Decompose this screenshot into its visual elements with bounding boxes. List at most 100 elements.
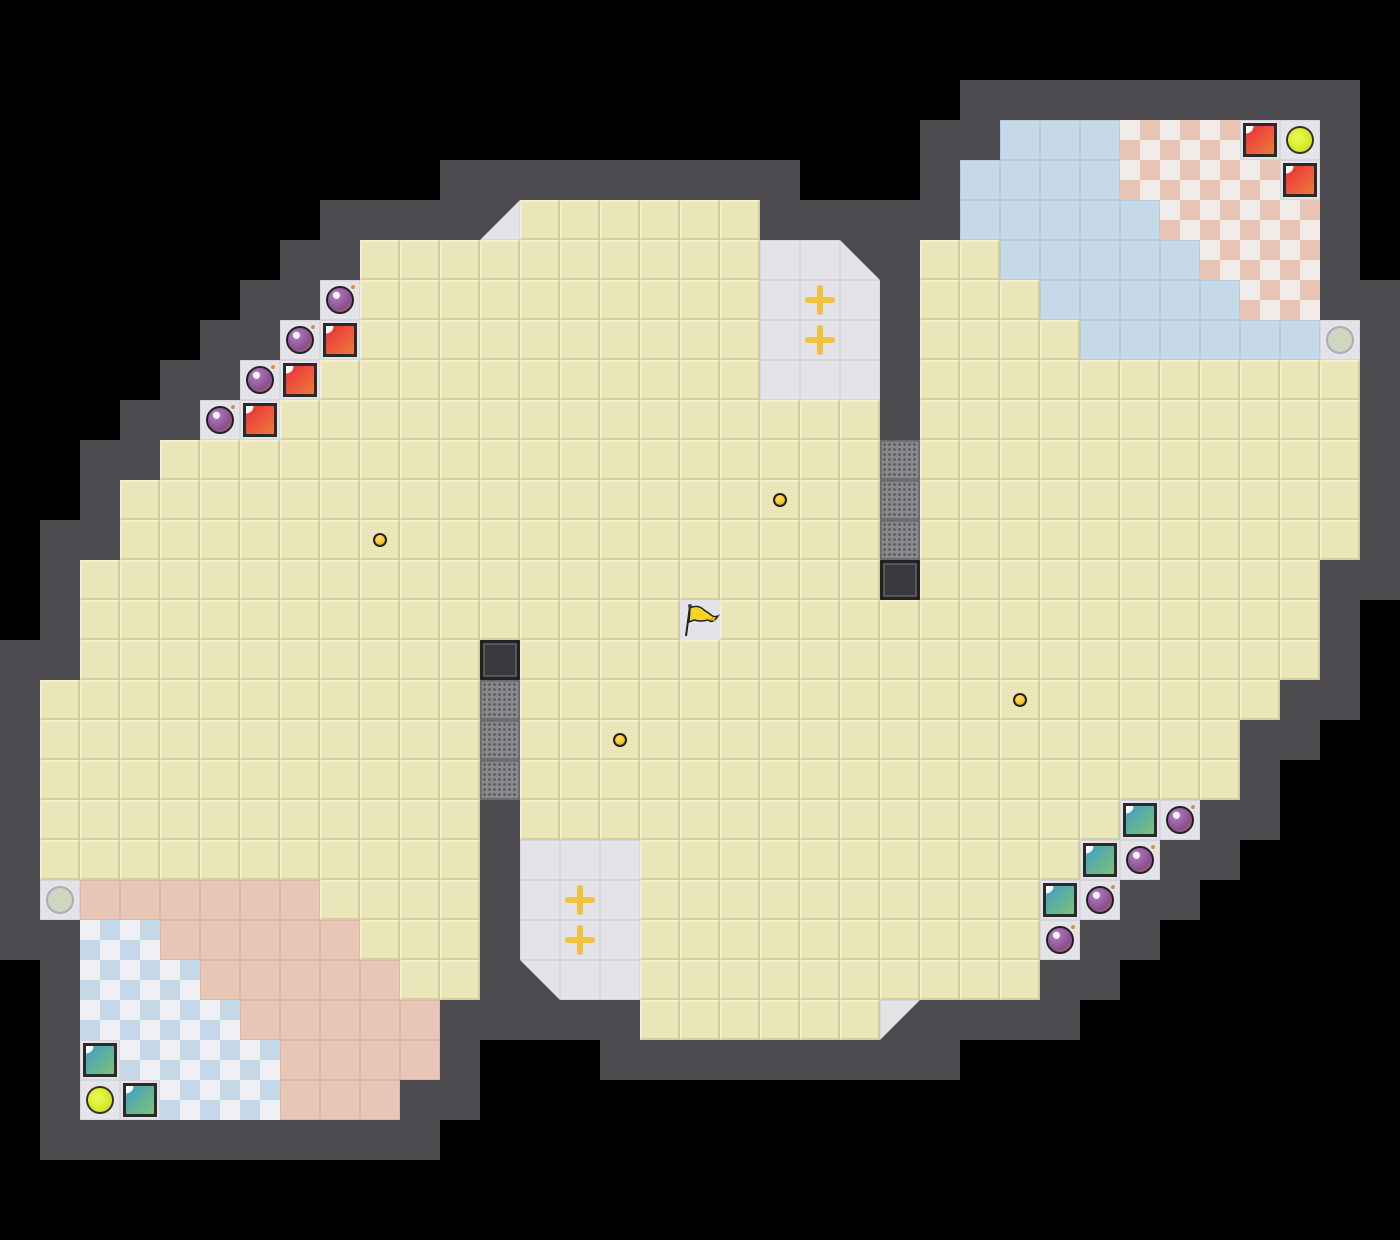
floor-tile[interactable] <box>1000 960 1040 1000</box>
floor-tile[interactable] <box>720 760 760 800</box>
floor-tile[interactable] <box>400 240 440 280</box>
floor-tile[interactable] <box>1080 440 1120 480</box>
floor-tile[interactable] <box>320 360 360 400</box>
floor-tile[interactable] <box>160 800 200 840</box>
floor-tile[interactable] <box>720 800 760 840</box>
floor-tile[interactable] <box>1040 520 1080 560</box>
floor-tile[interactable] <box>560 760 600 800</box>
floor-tile[interactable] <box>200 440 240 480</box>
floor-tile[interactable] <box>520 520 560 560</box>
floor-tile[interactable] <box>760 400 800 440</box>
blue-checker-tile[interactable] <box>160 1040 200 1080</box>
floor-tile[interactable] <box>1320 440 1360 480</box>
pink-zone-tile[interactable] <box>240 880 280 920</box>
floor-tile[interactable] <box>240 720 280 760</box>
floor-tile[interactable] <box>760 560 800 600</box>
floor-tile[interactable] <box>600 400 640 440</box>
floor-tile[interactable] <box>520 440 560 480</box>
floor-tile[interactable] <box>1200 400 1240 440</box>
pink-checker-tile[interactable] <box>1120 160 1160 200</box>
floor-tile[interactable] <box>520 720 560 760</box>
floor-tile[interactable] <box>600 320 640 360</box>
blue-checker-tile[interactable] <box>240 1040 280 1080</box>
floor-tile[interactable] <box>760 960 800 1000</box>
pink-zone-tile[interactable] <box>280 880 320 920</box>
floor-tile[interactable] <box>1080 760 1120 800</box>
pink-zone-tile[interactable] <box>320 960 360 1000</box>
floor-tile[interactable] <box>760 440 800 480</box>
pink-zone-tile[interactable] <box>280 960 320 1000</box>
blue-zone-tile[interactable] <box>960 160 1000 200</box>
floor-tile[interactable] <box>1200 680 1240 720</box>
floor-tile[interactable] <box>760 680 800 720</box>
floor-tile[interactable] <box>600 600 640 640</box>
floor-tile[interactable] <box>1120 360 1160 400</box>
floor-tile[interactable] <box>840 640 880 680</box>
pink-zone-tile[interactable] <box>240 960 280 1000</box>
grey-tile[interactable] <box>800 240 840 280</box>
floor-tile[interactable] <box>1280 640 1320 680</box>
floor-tile[interactable] <box>440 600 480 640</box>
floor-tile[interactable] <box>840 840 880 880</box>
floor-tile[interactable] <box>680 920 720 960</box>
floor-tile[interactable] <box>1000 520 1040 560</box>
pink-zone-tile[interactable] <box>280 920 320 960</box>
goal-flag-piece[interactable] <box>680 600 720 640</box>
floor-tile[interactable] <box>80 760 120 800</box>
pink-checker-tile[interactable] <box>1120 120 1160 160</box>
red-block-piece[interactable] <box>1240 120 1280 160</box>
floor-tile[interactable] <box>800 840 840 880</box>
grey-tile[interactable] <box>840 280 880 320</box>
floor-tile[interactable] <box>720 320 760 360</box>
floor-tile[interactable] <box>640 480 680 520</box>
floor-tile[interactable] <box>160 720 200 760</box>
floor-tile[interactable] <box>1000 840 1040 880</box>
floor-tile[interactable] <box>1160 680 1200 720</box>
move-cross-piece[interactable] <box>800 280 840 320</box>
floor-tile[interactable] <box>480 240 520 280</box>
bomb-piece[interactable] <box>320 280 360 320</box>
floor-tile[interactable] <box>760 760 800 800</box>
floor-tile[interactable] <box>920 480 960 520</box>
floor-tile[interactable] <box>560 240 600 280</box>
blue-checker-tile[interactable] <box>200 1040 240 1080</box>
floor-tile[interactable] <box>280 600 320 640</box>
floor-tile[interactable] <box>800 440 840 480</box>
floor-tile[interactable] <box>640 720 680 760</box>
floor-tile[interactable] <box>1120 560 1160 600</box>
floor-tile[interactable] <box>360 400 400 440</box>
floor-tile[interactable] <box>400 520 440 560</box>
floor-tile[interactable] <box>160 560 200 600</box>
floor-tile[interactable] <box>1080 560 1120 600</box>
floor-tile[interactable] <box>1080 520 1120 560</box>
floor-tile[interactable] <box>520 480 560 520</box>
floor-tile[interactable] <box>360 360 400 400</box>
floor-tile[interactable] <box>720 920 760 960</box>
floor-tile[interactable] <box>440 840 480 880</box>
floor-tile[interactable] <box>1040 560 1080 600</box>
floor-tile[interactable] <box>360 640 400 680</box>
floor-tile[interactable] <box>1280 600 1320 640</box>
floor-tile[interactable] <box>400 400 440 440</box>
floor-tile[interactable] <box>440 720 480 760</box>
pink-checker-tile[interactable] <box>1200 160 1240 200</box>
floor-tile[interactable] <box>840 800 880 840</box>
floor-tile[interactable] <box>320 440 360 480</box>
floor-tile[interactable] <box>680 360 720 400</box>
floor-tile[interactable] <box>320 800 360 840</box>
floor-tile[interactable] <box>720 560 760 600</box>
floor-tile[interactable] <box>240 840 280 880</box>
floor-tile[interactable] <box>720 880 760 920</box>
floor-tile[interactable] <box>840 720 880 760</box>
floor-tile[interactable] <box>1200 520 1240 560</box>
blue-zone-tile[interactable] <box>1080 240 1120 280</box>
floor-tile[interactable] <box>560 200 600 240</box>
floor-tile[interactable] <box>1040 320 1080 360</box>
floor-tile[interactable] <box>80 640 120 680</box>
floor-tile[interactable] <box>440 760 480 800</box>
floor-tile[interactable] <box>920 840 960 880</box>
blue-zone-tile[interactable] <box>1280 320 1320 360</box>
floor-tile[interactable] <box>320 720 360 760</box>
floor-tile[interactable] <box>400 640 440 680</box>
floor-tile[interactable] <box>600 560 640 600</box>
